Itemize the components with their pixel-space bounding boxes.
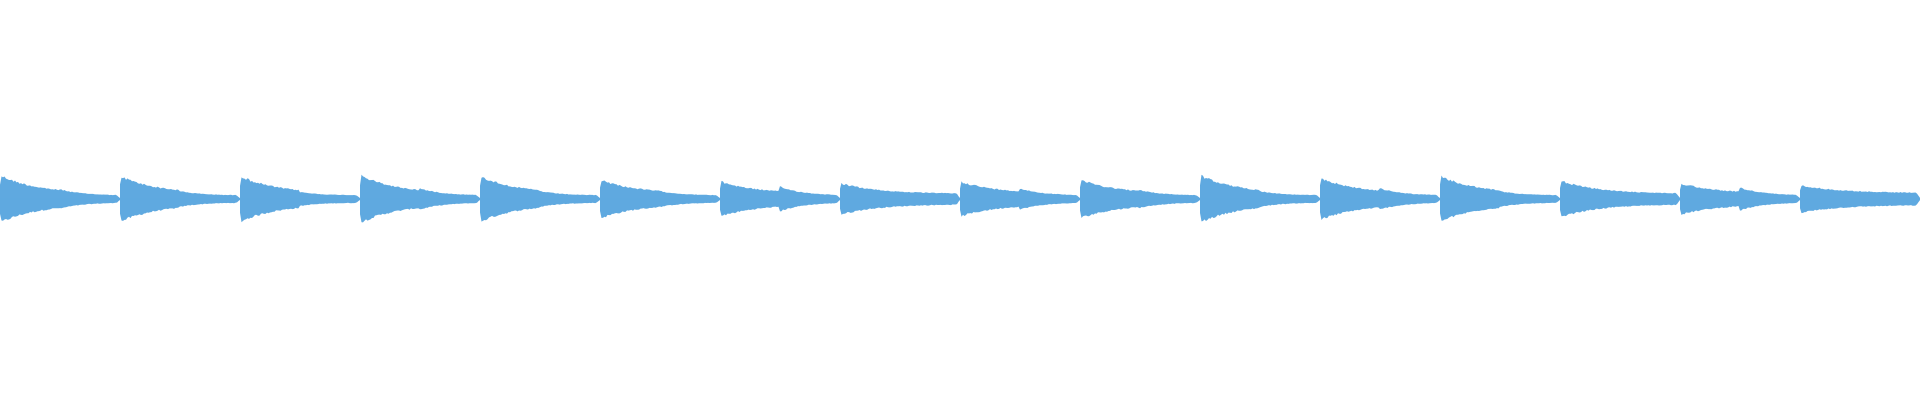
waveform-centerline [0, 198, 1920, 200]
waveform-segment [1440, 175, 1560, 221]
waveform-shapes [0, 174, 1920, 223]
waveform-segment [240, 177, 360, 223]
waveform-segment [1200, 174, 1320, 222]
